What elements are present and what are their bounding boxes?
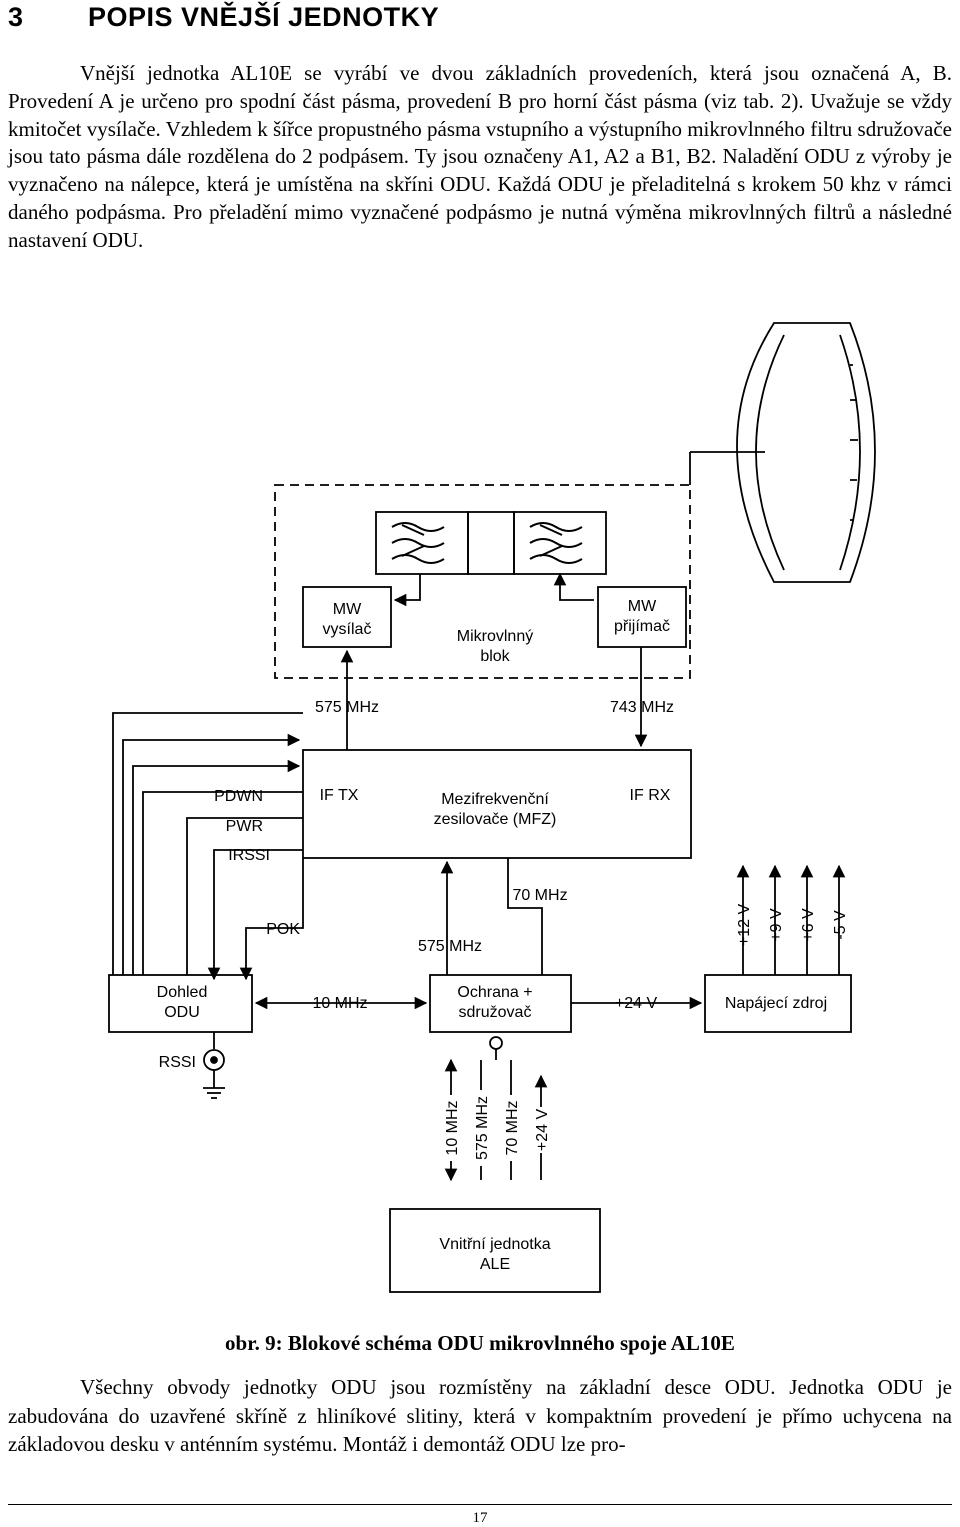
indoor-unit-block <box>389 1208 601 1293</box>
figure-caption-text: 9: Blokové schéma ODU mikrovlnného spoje… <box>259 1331 735 1355</box>
cable-575-label: 575 MHz <box>474 1096 491 1160</box>
body-paragraph: Všechny obvody jednotky ODU jsou rozmíst… <box>8 1375 952 1456</box>
f575-label: 575 MHz <box>418 938 482 955</box>
mw-block-label-1: Mikrovlnný <box>457 628 533 645</box>
coax-connector-icon <box>489 1036 503 1060</box>
pdwn-label: PDWN <box>214 788 263 805</box>
mw-block-label-2: blok <box>480 648 510 665</box>
mw-tx-label-2: vysílač <box>323 621 372 638</box>
rssi-connector-icon <box>203 1032 225 1099</box>
odu-enclosure <box>274 484 691 679</box>
intro-paragraph: Vnější jednotka AL10E se vyrábí ve dvou … <box>8 61 952 252</box>
dohled-label-1: Dohled <box>157 984 208 1001</box>
rssi-label: RSSI <box>159 1054 196 1071</box>
irssi-label: IRSSI <box>228 847 270 864</box>
mw-tx-label-1: MW <box>333 601 362 618</box>
pwr-label: PWR <box>226 818 263 835</box>
ochrana-label-2: sdružovač <box>459 1004 532 1021</box>
f10-label: 10 MHz <box>312 995 367 1012</box>
mw-rx-label-1: MW <box>628 598 657 615</box>
cable-10-label: 10 MHz <box>444 1100 461 1155</box>
mfz-label-1: Mezifrekvenční <box>441 791 549 808</box>
vm5-label: -5 V <box>832 910 849 940</box>
v6-label: +6 V <box>800 908 817 942</box>
mw-receiver-block <box>597 586 687 648</box>
mw-transmitter-block <box>302 586 392 648</box>
mw-rx-label-2: přijímač <box>614 618 670 635</box>
if-tx-label: IF TX <box>320 787 359 804</box>
pok-label: POK <box>266 921 300 938</box>
cable-24-label: +24 V <box>534 1109 551 1152</box>
page-number: 17 <box>472 1510 488 1526</box>
section-title: POPIS VNĚJŠÍ JEDNOTKY <box>88 2 440 32</box>
block-diagram: MW vysílač MW přijímač Mikrovlnný blok 5… <box>108 322 876 1293</box>
v24-label: +24 V <box>615 995 658 1012</box>
figure-caption-prefix: obr. <box>225 1331 260 1355</box>
if-rx-label: IF RX <box>630 787 671 804</box>
figure-caption: obr. 9: Blokové schéma ODU mikrovlnného … <box>0 1331 960 1356</box>
antenna-dish <box>689 322 876 583</box>
f70-label: 70 MHz <box>512 887 567 904</box>
mfz-block <box>302 749 692 859</box>
idu-label-1: Vnitřní jednotka <box>439 1236 550 1253</box>
circulator-box <box>467 511 515 575</box>
section-number: 3 <box>8 2 24 32</box>
filter-icon-tx <box>391 522 445 564</box>
cable-70-label: 70 MHz <box>504 1100 521 1155</box>
rx-freq-label: 743 MHz <box>610 699 674 716</box>
idu-label-2: ALE <box>480 1256 510 1273</box>
ochrana-label-1: Ochrana + <box>457 984 532 1001</box>
dohled-odu-block <box>108 974 253 1033</box>
filter-box-rx <box>513 511 607 575</box>
power-supply-block <box>704 974 852 1033</box>
footer-rule <box>8 1504 952 1505</box>
tx-freq-label: 575 MHz <box>315 699 379 716</box>
dohled-label-2: ODU <box>164 1004 200 1021</box>
v9-label: +9 V <box>768 908 785 942</box>
filter-box-tx <box>375 511 469 575</box>
mfz-label-2: zesilovače (MFZ) <box>434 811 557 828</box>
section-heading: 3 POPIS VNĚJŠÍ JEDNOTKY <box>8 2 439 33</box>
filter-icon-rx <box>529 522 583 564</box>
v12-label: +12 V <box>736 904 753 947</box>
power-supply-label: Napájecí zdroj <box>725 995 827 1012</box>
